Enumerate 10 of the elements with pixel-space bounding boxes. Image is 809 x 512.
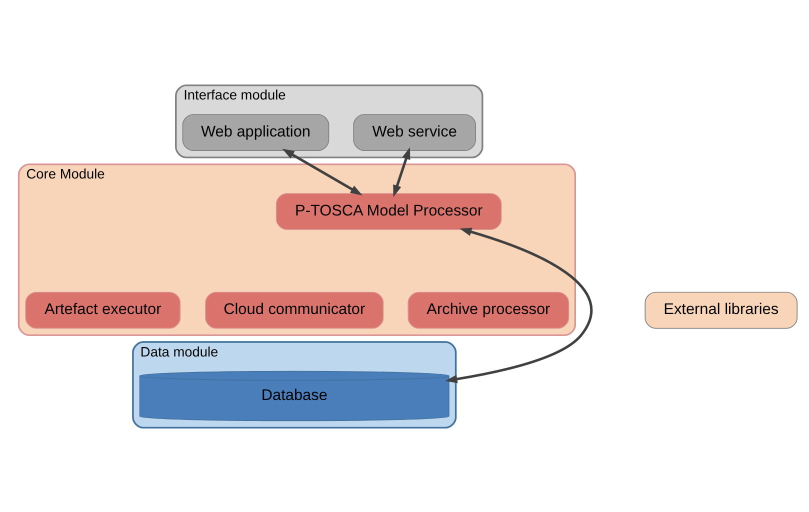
node-box: Archive processor bbox=[408, 291, 570, 328]
arrow bbox=[445, 227, 592, 383]
node-box: Web application bbox=[182, 114, 330, 150]
arrow bbox=[393, 146, 410, 197]
node-box: Cloud communicator bbox=[205, 291, 384, 328]
node-box: Web service bbox=[353, 114, 476, 150]
node-box: P-TOSCA Model Processor bbox=[276, 192, 502, 230]
node-box: External libraries bbox=[644, 291, 798, 328]
node-box: Artefact executor bbox=[25, 291, 181, 328]
arrow bbox=[282, 148, 362, 195]
